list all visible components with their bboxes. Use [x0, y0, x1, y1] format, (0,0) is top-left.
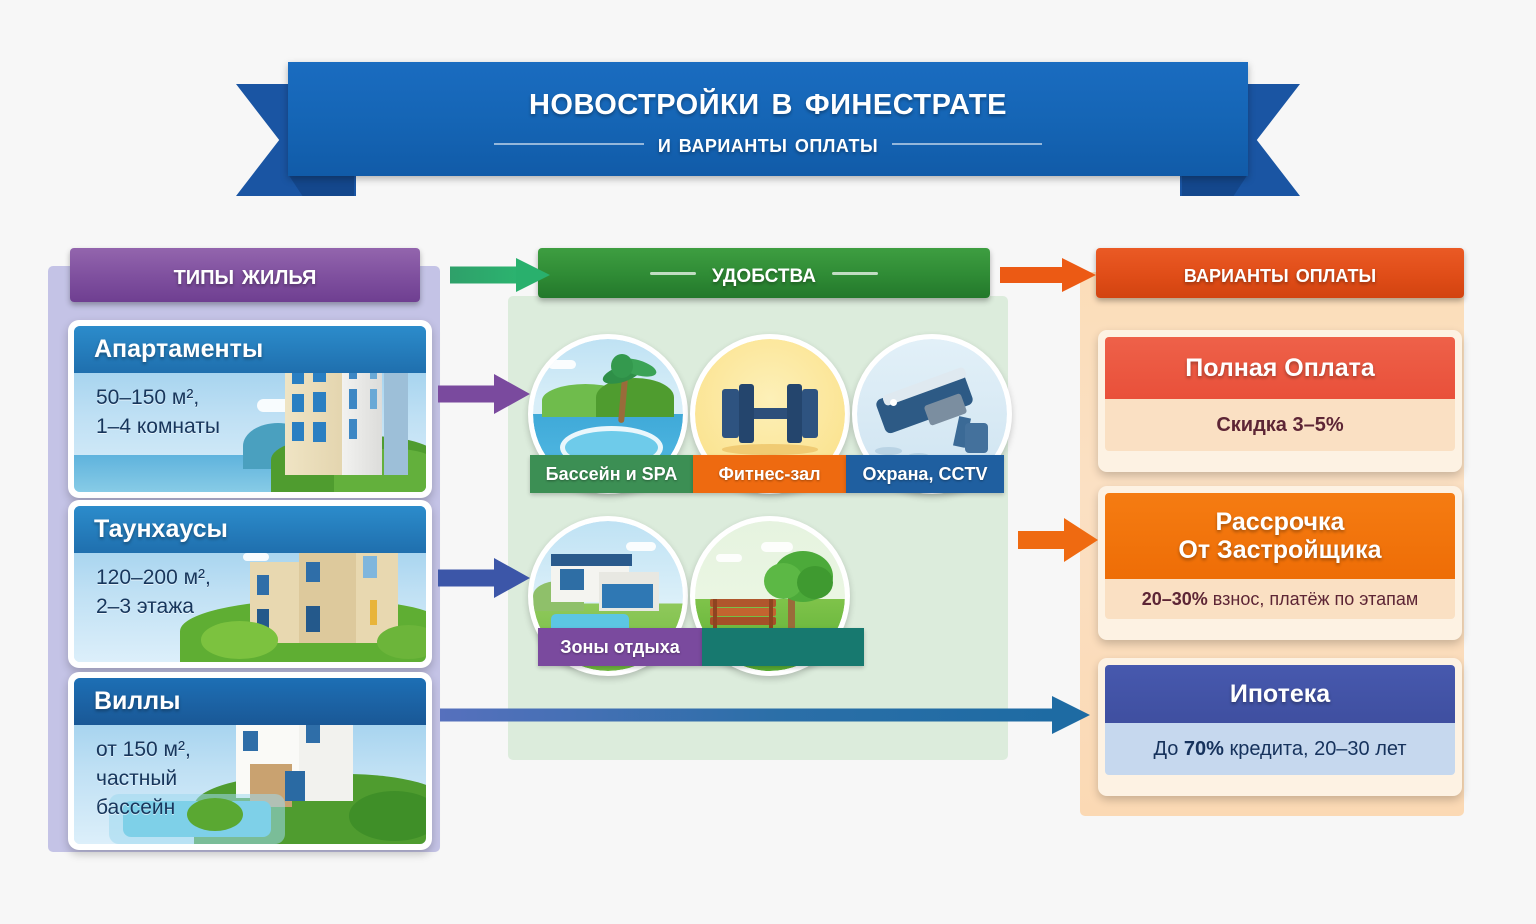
amenity-label-park [702, 628, 864, 666]
apartments-detail-2: 1–4 комнаты [96, 414, 220, 438]
payment-card-full[interactable]: Полная Оплата Скидка 3–5% [1098, 330, 1462, 472]
page-subtitle: и варианты оплаты [657, 129, 879, 158]
townhouses-card-title-bar: Таунхаусы [74, 506, 426, 553]
payment-installment-value: 20–30% [1141, 588, 1208, 609]
apartments-illustration [74, 326, 426, 492]
amenity-label-pool: Бассейн и SPA [530, 455, 693, 493]
payment-mortgage-detail: До 70% кредита, 20–30 лет [1105, 723, 1455, 775]
payment-installment-title-2: От Застройщика [1178, 536, 1382, 564]
townhouses-detail-2: 2–3 этажа [96, 594, 194, 618]
villas-detail-3: бассейн [96, 795, 176, 819]
payment-section-header: Варианты Оплаты [1096, 248, 1464, 298]
amenities-header-rule-right [831, 271, 878, 275]
page-title: Новостройки в Финестрате [528, 76, 1007, 123]
payment-mortgage-detail-text: До 70% кредита, 20–30 лет [1153, 738, 1406, 761]
arrow-townhouses-to-amenities [438, 558, 530, 598]
page-subtitle-row: и варианты оплаты [288, 130, 1248, 159]
apartments-detail-1: 50–150 м², [96, 386, 200, 409]
payment-installment-suffix: взнос, платёж по этапам [1207, 588, 1419, 609]
amenities-header-label: Удобства [712, 257, 816, 288]
housing-header-label: Типы Жилья [173, 259, 317, 290]
villas-card-body: от 150 м², частный бассейн [74, 725, 426, 823]
apartments-card-title-bar: Апартаменты [74, 326, 426, 373]
apartments-card-title: Апартаменты [94, 335, 264, 363]
payment-mortgage-value: 70% [1183, 737, 1224, 760]
amenity-label-gym-text: Фитнес-зал [718, 463, 821, 484]
amenity-label-security-text: Охрана, CCTV [862, 463, 988, 484]
payment-full-detail: Скидка 3–5% [1105, 399, 1455, 451]
arrow-housing-to-amenities [450, 258, 550, 292]
payment-card-installment[interactable]: Рассрочка От Застройщика 20–30% взнос, п… [1098, 486, 1462, 640]
amenity-label-security: Охрана, CCTV [846, 455, 1004, 493]
payment-mortgage-suffix: кредита, 20–30 лет [1223, 737, 1407, 760]
amenity-label-recreation: Зоны отдыха [538, 628, 702, 666]
amenities-header-rule-left [650, 271, 697, 275]
payment-installment-detail: 20–30% взнос, платёж по этапам [1105, 579, 1455, 619]
amenity-label-gym: Фитнес-зал [693, 455, 846, 493]
housing-section-header: Типы Жилья [70, 248, 420, 302]
amenity-label-recreation-text: Зоны отдыха [560, 636, 680, 657]
villas-detail-1: от 150 м², [96, 738, 191, 761]
payment-mortgage-title-bar: Ипотека [1105, 665, 1455, 723]
ribbon-body: Новостройки в Финестрате и варианты опла… [288, 62, 1248, 176]
payment-full-prefix: Скидка [1216, 413, 1293, 436]
townhouses-card-body: 120–200 м², 2–3 этажа [74, 553, 426, 622]
arrow-apartments-to-amenities [438, 374, 530, 414]
housing-card-villas[interactable]: Виллы от 150 м², частный бассейн [68, 672, 432, 850]
payment-full-value: 3–5% [1292, 413, 1344, 436]
payment-card-mortgage[interactable]: Ипотека До 70% кредита, 20–30 лет [1098, 658, 1462, 796]
townhouses-card-title: Таунхаусы [94, 515, 228, 543]
townhouses-detail-1: 120–200 м², [96, 566, 211, 589]
amenity-label-pool-text: Бассейн и SPA [545, 463, 678, 484]
arrow-amenities-to-payment [1000, 258, 1096, 292]
subtitle-rule-left [493, 143, 644, 145]
title-ribbon: Новостройки в Финестрате и варианты опла… [236, 62, 1300, 197]
payment-installment-title-bar: Рассрочка От Застройщика [1105, 493, 1455, 579]
villas-card-title: Виллы [94, 687, 181, 715]
payment-installment-title-1: Рассрочка [1215, 508, 1345, 536]
payment-installment-detail-text: 20–30% взнос, платёж по этапам [1142, 589, 1419, 610]
villas-card-title-bar: Виллы [74, 678, 426, 725]
housing-card-apartments[interactable]: Апартаменты 50–150 м², 1–4 комнаты [68, 320, 432, 498]
payment-mortgage-prefix: До [1153, 737, 1184, 760]
arrow-villas-to-mortgage [440, 696, 1090, 734]
arrow-amenities-to-installment [1018, 518, 1098, 562]
payment-mortgage-title: Ипотека [1229, 680, 1331, 708]
villas-detail-2: частный [96, 766, 178, 790]
payment-full-title-bar: Полная Оплата [1105, 337, 1455, 399]
payment-full-detail-text: Скидка 3–5% [1216, 414, 1343, 437]
payment-full-title: Полная Оплата [1185, 354, 1375, 382]
ribbon-fold-left [288, 174, 354, 196]
payment-header-label: Варианты Оплаты [1183, 257, 1377, 288]
subtitle-rule-right [892, 143, 1043, 145]
amenities-section-header: Удобства [538, 248, 990, 298]
ribbon-fold-right [1182, 174, 1248, 196]
housing-card-townhouses[interactable]: Таунхаусы 120–200 м², 2–3 этажа [68, 500, 432, 668]
apartments-card-body: 50–150 м², 1–4 комнаты [74, 373, 426, 442]
